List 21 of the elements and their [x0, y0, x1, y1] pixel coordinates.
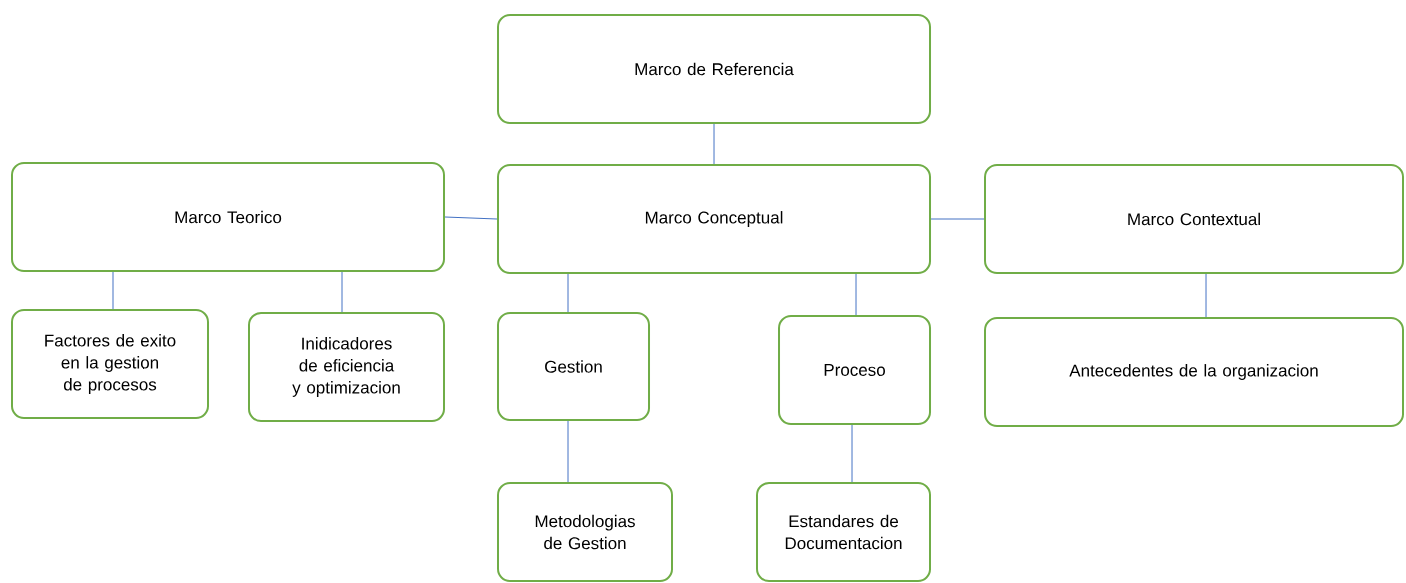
connector-line	[112, 271, 114, 310]
box: Factores de exito en la gestion de procesos	[11, 309, 209, 419]
connector-line	[855, 273, 857, 316]
connector-line	[1205, 273, 1207, 318]
box: Gestion	[497, 312, 650, 421]
box: Estandares de Documentacion	[756, 482, 931, 582]
connector-line	[930, 218, 985, 220]
box: Metodologias de Gestion	[497, 482, 673, 582]
connector-line	[444, 216, 498, 220]
box: Marco de Referencia	[497, 14, 931, 124]
box: Marco Conceptual	[497, 164, 931, 274]
connector-line	[713, 123, 715, 165]
box: Inidicadores de eficiencia y optimizacion	[248, 312, 445, 422]
box: Marco Teorico	[11, 162, 445, 272]
box: Marco Contextual	[984, 164, 1404, 274]
connector-line	[567, 420, 569, 483]
connector-line	[567, 273, 569, 313]
connector-line	[341, 271, 343, 313]
box: Proceso	[778, 315, 931, 425]
connector-line	[851, 424, 853, 483]
box: Antecedentes de la organizacion	[984, 317, 1404, 427]
